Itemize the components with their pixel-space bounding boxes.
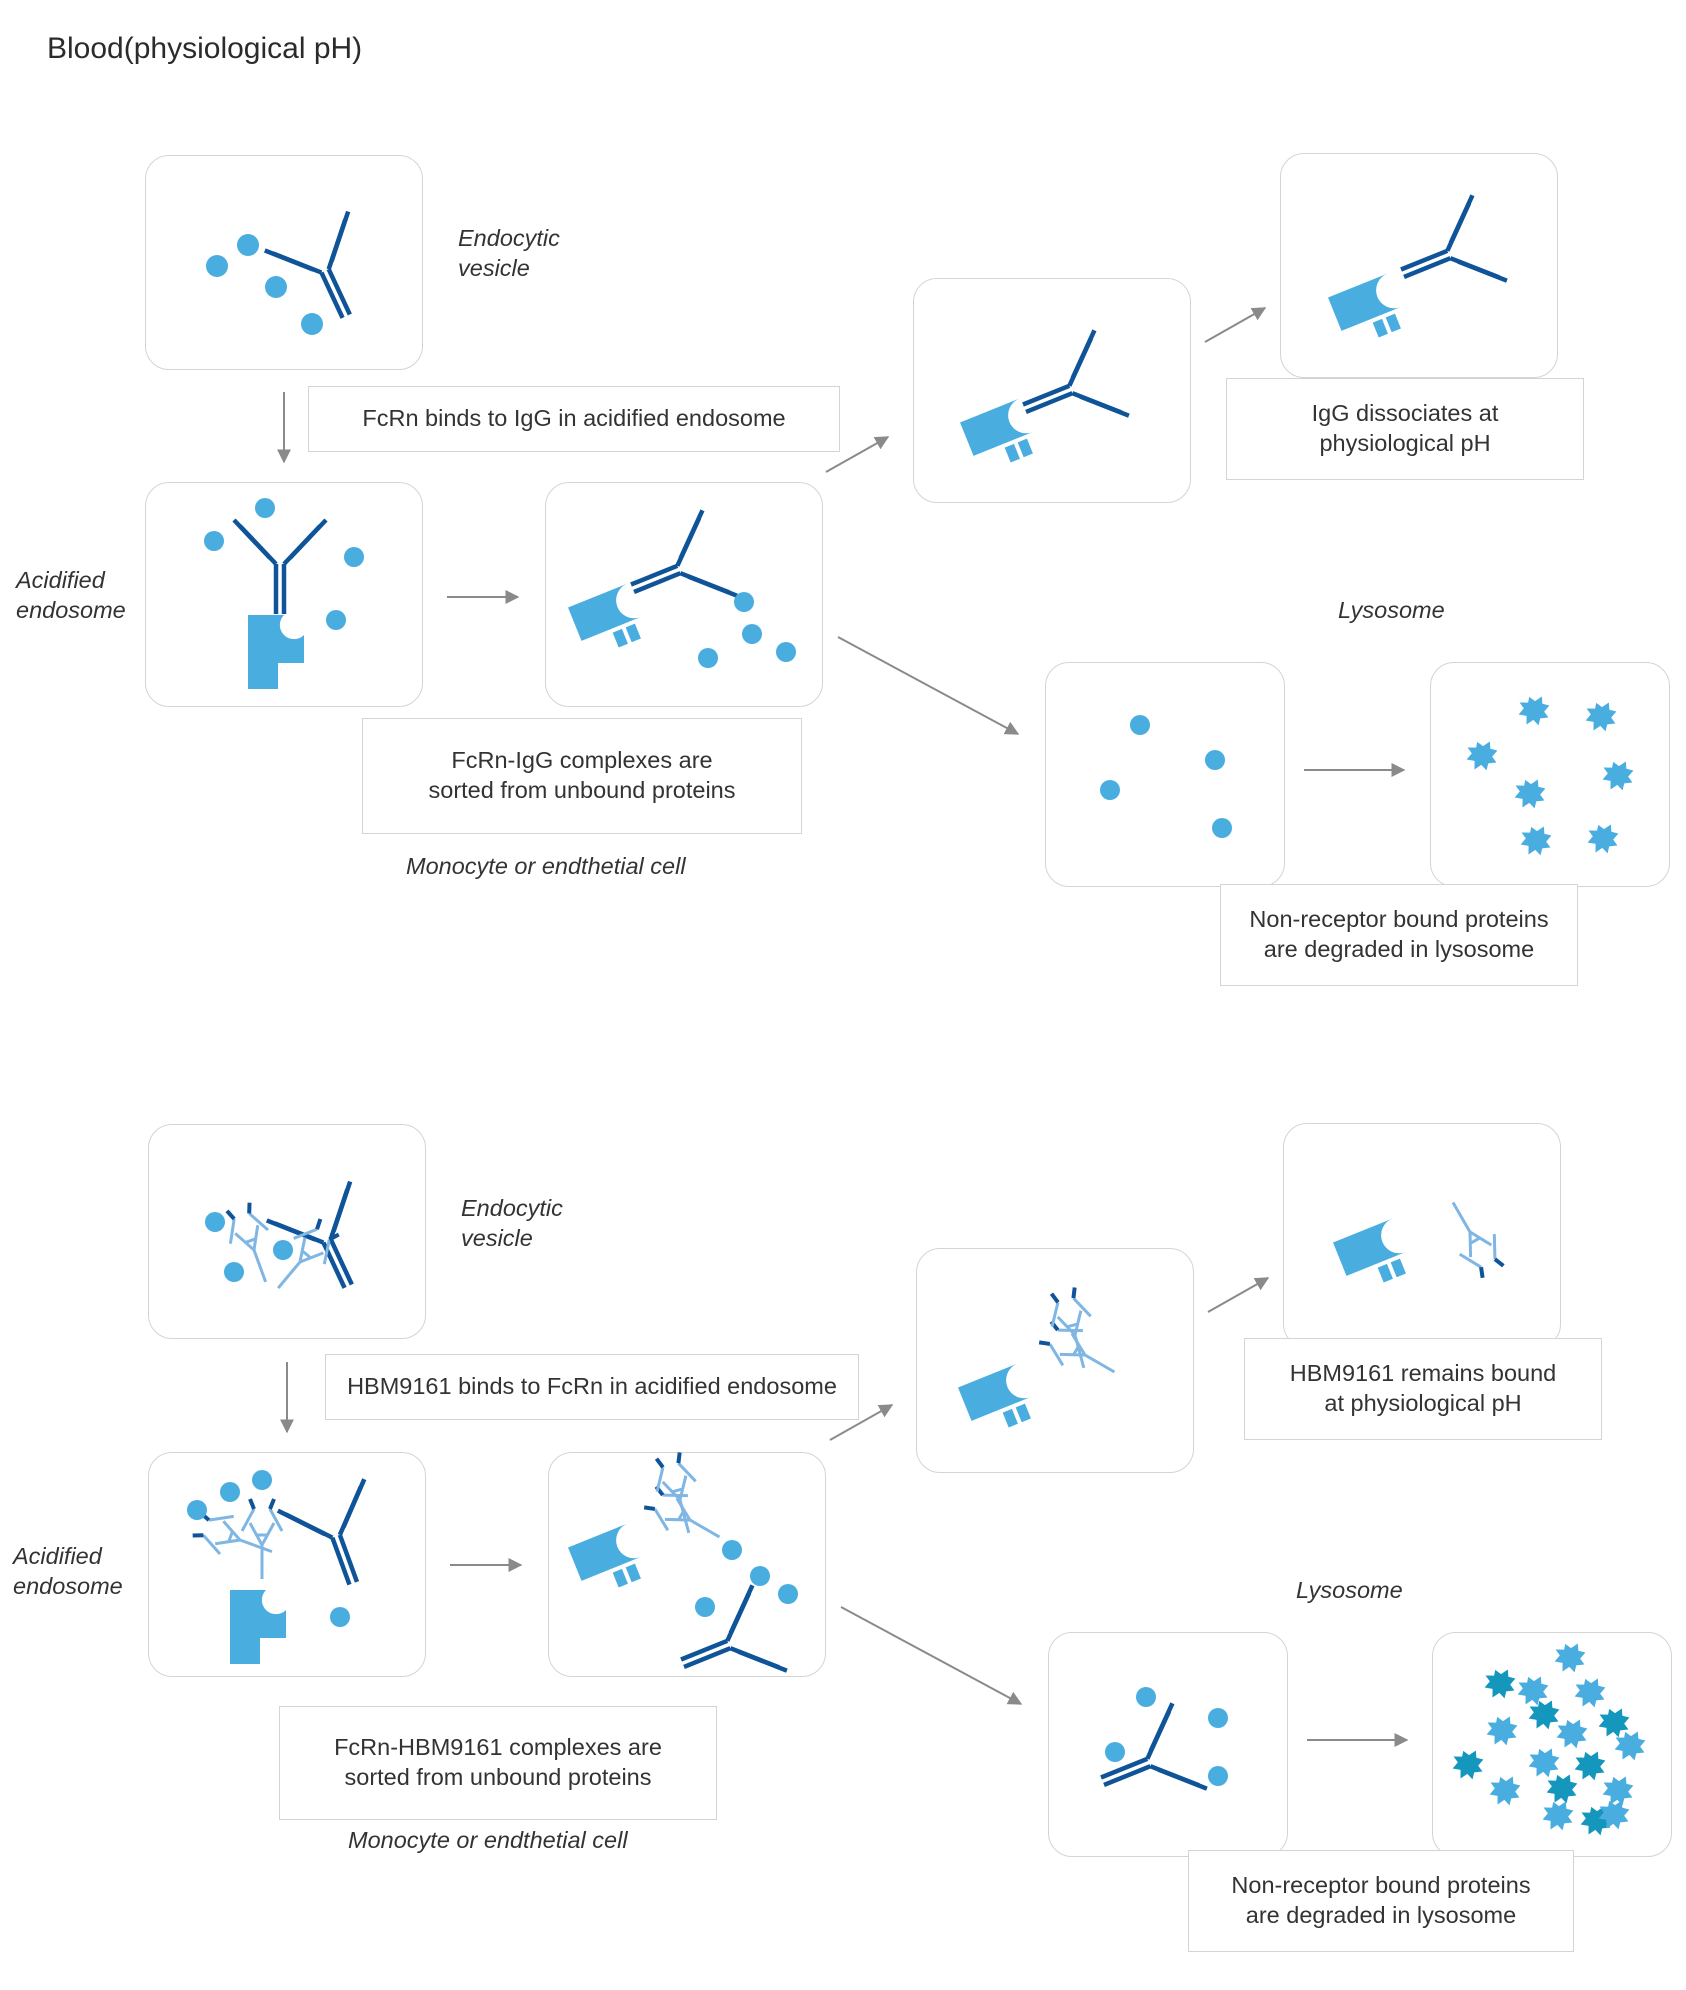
top-arrow-up-right: [825, 436, 890, 473]
bottom-sorted-caption: FcRn-HBM9161 complexes are sorted from u…: [279, 1706, 717, 1820]
bottom-cell-label: Monocyte or endthetial cell: [348, 1827, 628, 1853]
top-arrow-to-released: [1204, 307, 1267, 343]
bottom-degraded-proteins: [1448, 1638, 1651, 1841]
top-sorting-box: [545, 482, 823, 707]
top-fcrn-receptor-2: [248, 615, 304, 689]
bottom-lysosome-label: Lysosome: [1296, 1577, 1403, 1603]
top-binds-caption: FcRn binds to IgG in acidified endosome: [308, 386, 840, 452]
top-dissociates-caption: IgG dissociates at physiological pH: [1226, 378, 1584, 480]
bottom-protein-7: [330, 1607, 350, 1627]
bottom-arrow-up-right: [829, 1404, 894, 1441]
top-igg-antibody-3: [615, 510, 737, 631]
bottom-protein-10: [778, 1584, 798, 1604]
bottom-acidified-endosome-label: Acidified endosome: [13, 1543, 123, 1599]
top-degraded-caption: Non-receptor bound proteins are degraded…: [1220, 884, 1578, 986]
top-protein-8: [326, 610, 346, 630]
top-protein-13: [1130, 715, 1150, 735]
top-released-box: [1280, 153, 1558, 378]
bottom-hbm9161-3: [240, 1497, 284, 1581]
top-cell-label: Monocyte or endthetial cell: [406, 853, 686, 879]
bottom-protein-14: [1105, 1742, 1125, 1762]
top-protein-9: [734, 592, 754, 612]
top-lysosome-box-2: [1430, 662, 1670, 887]
top-igg-antibody-1: [265, 212, 388, 336]
top-lysosome-box-1: [1045, 662, 1285, 887]
bottom-lysosome-box-1: [1048, 1632, 1288, 1857]
top-endocytic-vesicle-box: [145, 155, 423, 370]
top-igg-antibody-2: [234, 520, 326, 614]
bottom-fcrn-receptor-2: [230, 1590, 286, 1664]
bottom-arrow-to-lysosome: [840, 1606, 1023, 1705]
top-protein-12: [698, 648, 718, 668]
bottom-fcrn-receptor-3: [568, 1523, 649, 1600]
top-fcrn-receptor-3: [568, 583, 649, 660]
top-protein-5: [204, 531, 224, 551]
bottom-degraded-caption: Non-receptor bound proteins are degraded…: [1188, 1850, 1574, 1952]
bottom-protein-9: [750, 1566, 770, 1586]
bottom-protein-15: [1208, 1766, 1228, 1786]
bottom-endocytic-vesicle-box: [148, 1124, 426, 1339]
top-protein-4: [301, 313, 323, 335]
top-sorted-caption: FcRn-IgG complexes are sorted from unbou…: [362, 718, 802, 834]
top-protein-16: [1212, 818, 1232, 838]
bottom-protein-3: [273, 1240, 293, 1260]
top-endocytic-vesicle-label: Endocytic vesicle: [458, 225, 560, 281]
bottom-igg-antibody-3: [665, 1585, 787, 1706]
bottom-fcrn-receptor-4: [958, 1363, 1039, 1440]
bottom-hbm9161-9: [1433, 1190, 1513, 1284]
top-arrow-to-lysosome: [837, 636, 1020, 735]
top-protein-10: [742, 624, 762, 644]
top-degraded-proteins: [1462, 691, 1639, 861]
top-acidified-endosome-label: Acidified endosome: [16, 567, 126, 623]
bottom-protein-13: [1208, 1708, 1228, 1728]
bottom-acidified-endosome-box: [148, 1452, 426, 1677]
bottom-protein-2: [224, 1262, 244, 1282]
top-protein-6: [255, 498, 275, 518]
diagram-title: Blood(physiological pH): [47, 32, 363, 65]
top-igg-antibody-4: [1007, 330, 1129, 451]
bottom-protein-1: [205, 1212, 225, 1232]
top-igg-antibody-5: [1385, 195, 1507, 316]
bottom-igg-antibody-6: [1085, 1703, 1207, 1824]
bottom-protein-12: [1136, 1687, 1156, 1707]
bottom-protein-4: [187, 1500, 207, 1520]
top-protein-15: [1100, 780, 1120, 800]
top-protein-1: [206, 255, 228, 277]
bottom-protein-8: [722, 1540, 742, 1560]
bottom-remains-caption: HBM9161 remains bound at physiological p…: [1244, 1338, 1602, 1440]
bottom-igg-antibody-2: [278, 1479, 397, 1599]
top-protein-14: [1205, 750, 1225, 770]
bottom-endocytic-vesicle-label: Endocytic vesicle: [461, 1195, 563, 1251]
bottom-arrow-to-bound: [1207, 1277, 1270, 1313]
top-protein-11: [776, 642, 796, 662]
bottom-fcrn-receptor-5: [1333, 1218, 1414, 1295]
top-protein-2: [237, 234, 259, 256]
bottom-protein-5: [220, 1482, 240, 1502]
bottom-protein-11: [695, 1597, 715, 1617]
bottom-protein-6: [252, 1470, 272, 1490]
top-protein-7: [344, 547, 364, 567]
bottom-binds-caption: HBM9161 binds to FcRn in acidified endos…: [325, 1354, 859, 1420]
top-fcrn-receptor-5: [1328, 273, 1409, 350]
top-lysosome-label: Lysosome: [1338, 597, 1445, 623]
bottom-bound-box: [1283, 1123, 1561, 1348]
bottom-recycling-vesicle-box: [916, 1248, 1194, 1473]
top-protein-3: [265, 276, 287, 298]
